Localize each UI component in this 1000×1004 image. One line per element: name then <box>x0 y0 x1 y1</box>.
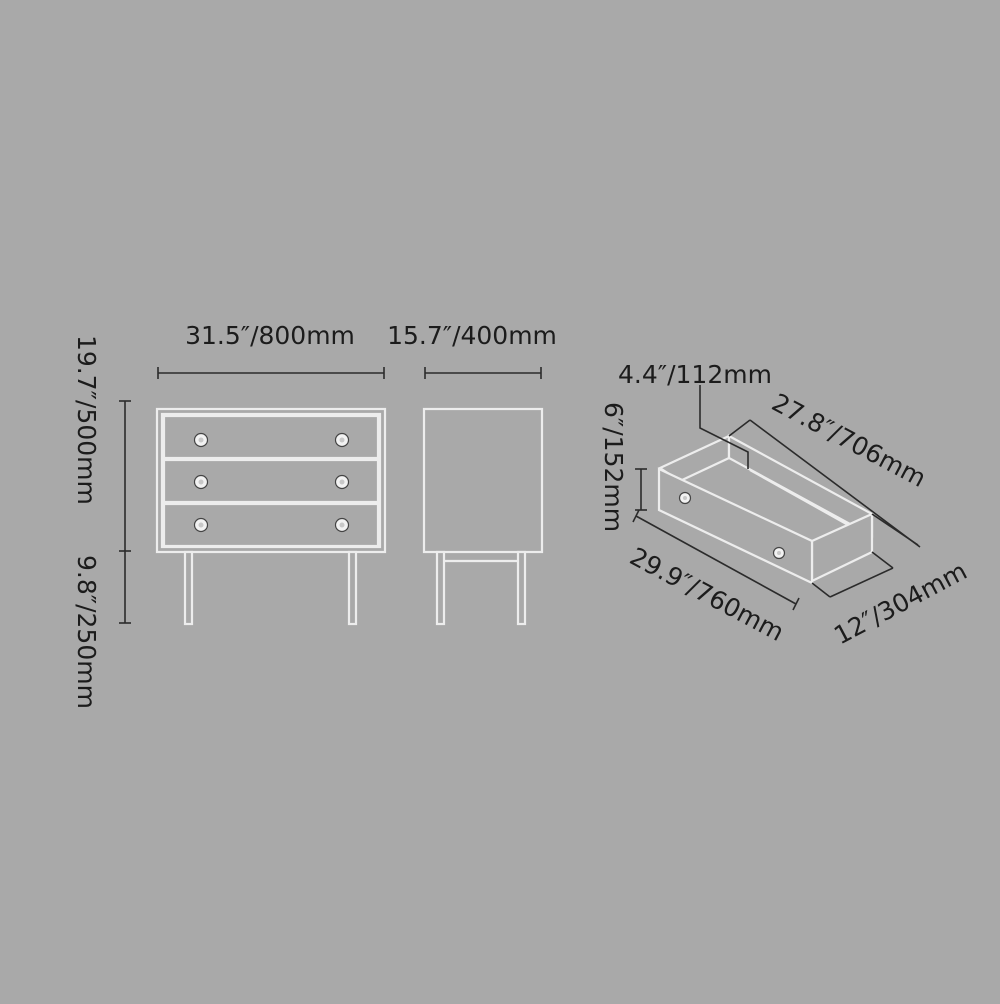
front-width-dimension: 31.5″/800mm <box>157 321 385 379</box>
drawer-front-2 <box>162 458 380 504</box>
knob-icon <box>334 474 350 490</box>
side-cabinet <box>422 407 544 626</box>
side-leg-right <box>516 550 527 626</box>
drawer-front-1 <box>162 414 380 460</box>
body-height-label: 19.7″/500mm <box>72 335 101 505</box>
side-view: 15.7″/400mm <box>387 321 557 626</box>
drawer-box <box>657 434 874 585</box>
drawer-view: 4.4″/112mm 27.8″/706mm 6″/152mm 29.9″/76… <box>599 360 972 650</box>
drawer-front-3 <box>162 502 380 548</box>
front-view: 31.5″/800mm 19.7″/500mm 9.8″/250mm <box>72 321 387 709</box>
front-cabinet <box>155 407 387 626</box>
drawer-inner-height-dimension: 4.4″/112mm <box>618 360 772 469</box>
side-depth-dimension: 15.7″/400mm <box>387 321 557 379</box>
front-leg-left <box>183 550 194 626</box>
knob-icon <box>334 432 350 448</box>
knob-icon <box>193 517 209 533</box>
drawer-front-height-label: 6″/152mm <box>599 402 628 532</box>
knob-icon <box>678 491 692 505</box>
front-height-dimension: 19.7″/500mm 9.8″/250mm <box>72 335 131 709</box>
side-leg-left <box>435 550 446 626</box>
front-width-label: 31.5″/800mm <box>185 321 355 350</box>
side-depth-label: 15.7″/400mm <box>387 321 557 350</box>
leg-height-label: 9.8″/250mm <box>72 555 101 709</box>
drawer-inner-height-label: 4.4″/112mm <box>618 360 772 389</box>
front-leg-right <box>347 550 358 626</box>
drawer-depth-label: 12″/304mm <box>829 556 972 650</box>
knob-icon <box>772 546 786 560</box>
knob-icon <box>334 517 350 533</box>
knob-icon <box>193 474 209 490</box>
drawer-front-height-dimension: 6″/152mm <box>599 402 647 532</box>
knob-icon <box>193 432 209 448</box>
